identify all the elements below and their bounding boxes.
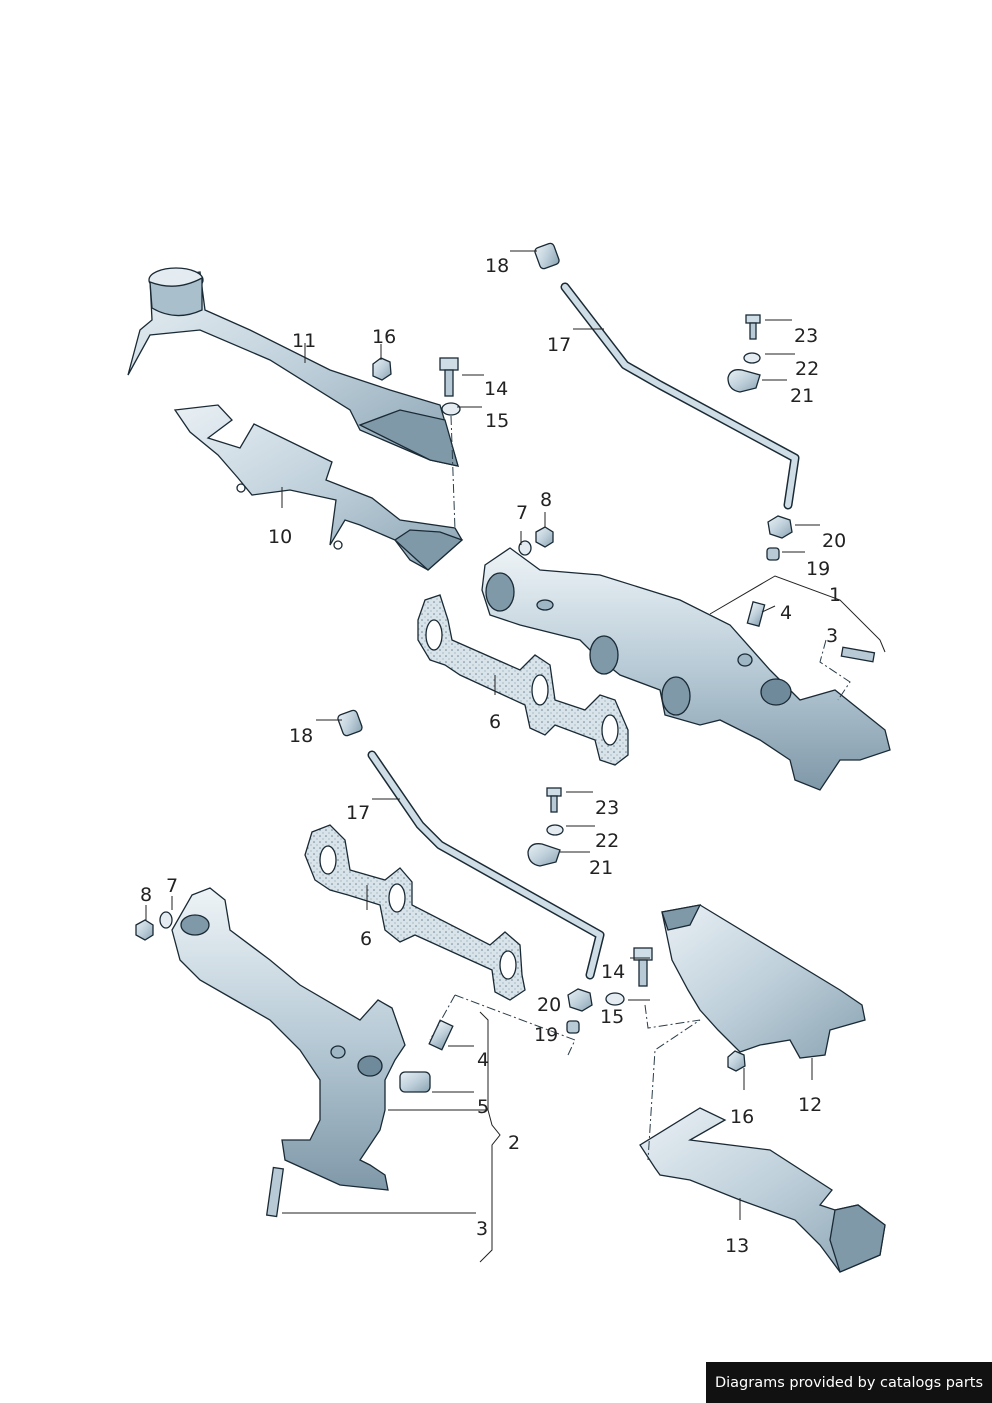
nut-16-lower [727,1050,746,1072]
callout-15-upper: 15 [485,410,509,432]
callout-21-upper: 21 [790,385,814,407]
cap-19-upper [766,547,780,561]
callout-21-lower: 21 [589,857,613,879]
callout-13: 13 [725,1235,749,1257]
sensor-4-upper [746,601,766,627]
exhaust-manifold-2 [171,887,406,1191]
pipe-17-upper [560,282,800,510]
gasket-6-lower [304,824,526,1001]
callout-10: 10 [268,526,292,548]
gasket-6-upper [417,594,629,766]
washer-22-upper [743,352,761,364]
nut-20-lower [567,988,593,1012]
exhaust-manifold-1 [481,547,891,791]
callout-16-lower: 16 [730,1106,754,1128]
washer-7-upper [518,540,532,556]
callout-4-upper: 4 [780,602,792,624]
credit-banner: Diagrams provided by catalogs parts [706,1362,992,1403]
callout-7-upper: 7 [516,502,528,524]
bolt-14-lower [633,947,653,987]
callout-16-upper: 16 [372,326,396,348]
heat-shield-10 [173,404,464,571]
callout-6-upper: 6 [489,711,501,733]
heat-shield-12 [661,904,866,1059]
callout-14-upper: 14 [484,378,508,400]
callout-7-lower: 7 [166,875,178,897]
callout-14-lower: 14 [601,961,625,983]
stud-3-lower [265,1166,285,1218]
clamp-21-upper [727,369,761,393]
heat-shield-13 [639,1107,886,1273]
bolt-14-upper [439,357,459,397]
callout-20-upper: 20 [822,530,846,552]
callout-19-upper: 19 [806,558,830,580]
callout-22-lower: 22 [595,830,619,852]
washer-15-lower [605,992,625,1006]
callout-11: 11 [292,330,316,352]
plug-5 [399,1071,431,1093]
callout-20-lower: 20 [537,994,561,1016]
callout-8-lower: 8 [140,884,152,906]
clamp-21-lower [527,843,561,867]
callout-1: 1 [829,584,841,606]
callout-19-lower: 19 [534,1024,558,1046]
sensor-18-lower [337,709,363,737]
nut-16-upper [372,357,392,381]
callout-17-upper: 17 [547,334,571,356]
callout-6-lower: 6 [360,928,372,950]
callout-8-upper: 8 [540,489,552,511]
nut-8-lower [135,919,154,941]
leader-lines [145,250,886,1263]
nut-20-upper [767,515,793,539]
cap-19-lower [566,1020,580,1034]
callout-15-lower: 15 [600,1006,624,1028]
washer-22-lower [546,824,564,836]
callout-3-lower: 3 [476,1218,488,1240]
callout-4-lower: 4 [477,1049,489,1071]
nut-8-upper [535,526,554,548]
stud-3-upper [840,646,876,663]
callout-5: 5 [477,1096,489,1118]
pipe-17-lower [367,750,605,980]
callout-18-lower: 18 [289,725,313,747]
assembly-lines [429,415,851,1161]
washer-15-upper [441,402,461,416]
callout-labels: 18 17 23 22 21 16 11 14 15 10 7 8 20 19 … [140,255,846,1257]
callout-22-upper: 22 [795,358,819,380]
callout-18-upper: 18 [485,255,509,277]
callout-17-lower: 17 [346,802,370,824]
bolt-23-lower [546,787,562,813]
callout-12: 12 [798,1094,822,1116]
callout-2: 2 [508,1132,520,1154]
callout-23-upper: 23 [794,325,818,347]
callout-23-lower: 23 [595,797,619,819]
sensor-4-lower [428,1019,454,1051]
bolt-23-upper [745,314,761,340]
callout-3-upper: 3 [826,625,838,647]
sensor-18-upper [534,242,560,270]
washer-7-lower [159,911,173,929]
heat-shield-11 [127,267,459,467]
